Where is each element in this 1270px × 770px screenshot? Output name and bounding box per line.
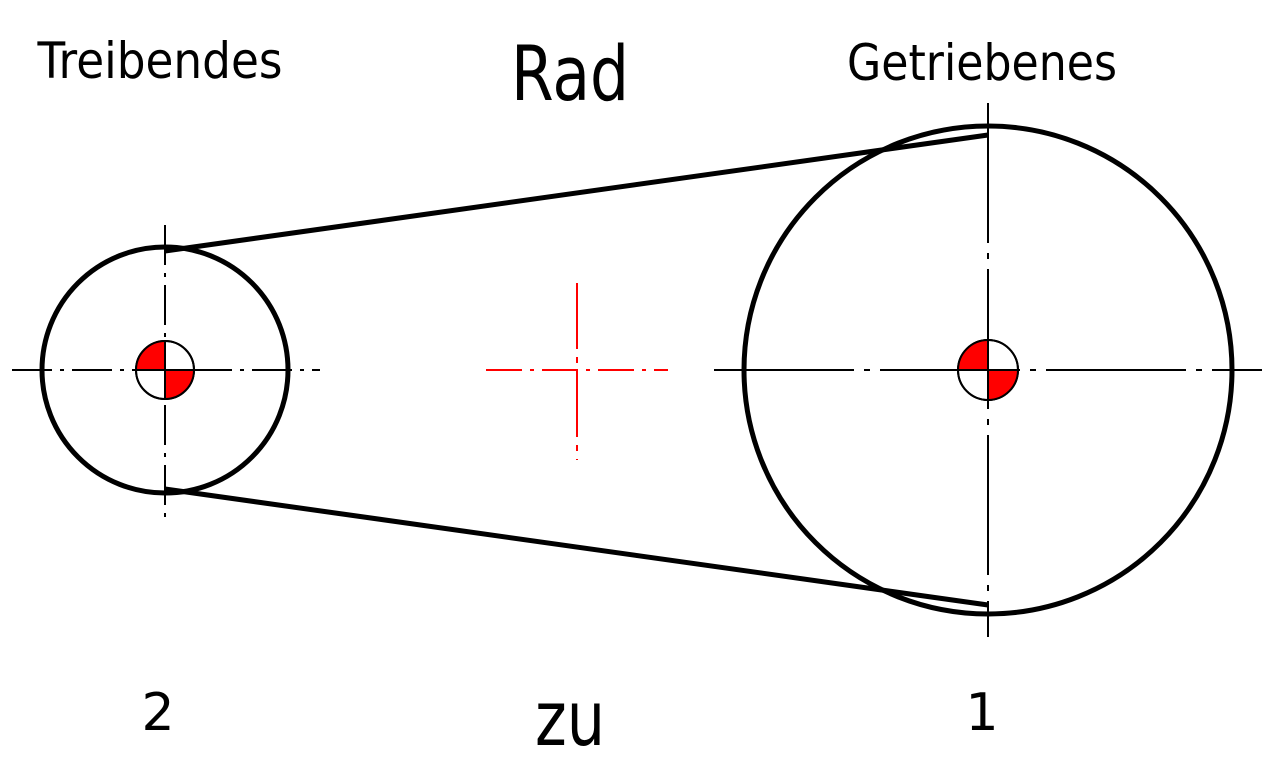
label-driven: Getriebenes (847, 34, 1117, 92)
driven-pulley-center-mark-icon (957, 339, 1019, 401)
driven-pulley (714, 103, 1262, 637)
label-to: zu (535, 674, 605, 763)
label-driving: Treibendes (37, 32, 283, 90)
label-driven-number: 1 (965, 683, 998, 743)
label-wheel: Rad (511, 29, 629, 118)
driving-pulley-circle (39, 244, 291, 496)
belt-lower-line (164, 486, 989, 608)
driven-pulley-circle (741, 123, 1235, 617)
driving-pulley-center-mark-icon (135, 340, 195, 400)
driving-pulley (12, 225, 320, 520)
label-driving-number: 2 (141, 683, 174, 743)
belt-upper-line (164, 132, 989, 254)
center-cross-mark (486, 283, 668, 460)
